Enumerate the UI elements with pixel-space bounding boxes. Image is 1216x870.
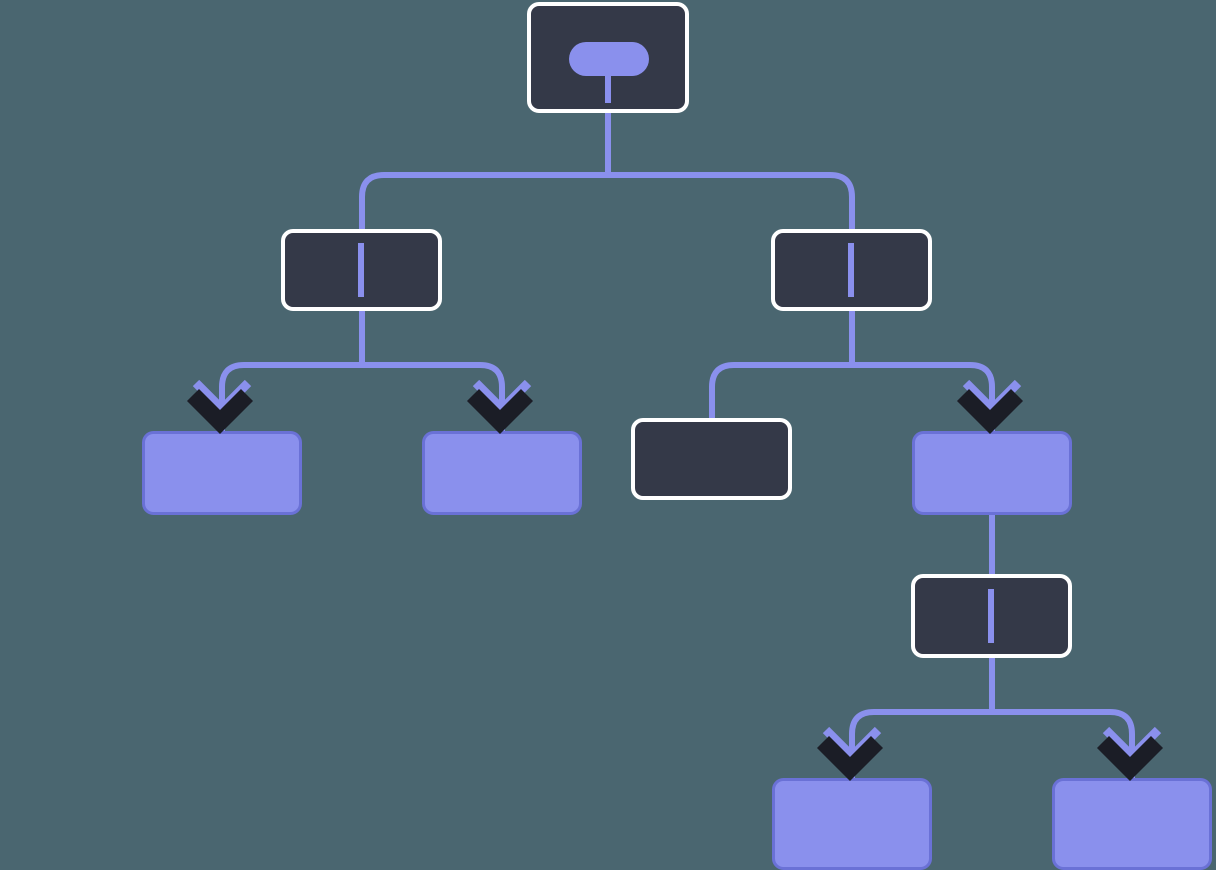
arrowhead-chevron — [1096, 735, 1164, 782]
connector-e1 — [608, 172, 855, 229]
node-badge-bar — [988, 589, 994, 643]
arrowhead-chevron — [466, 388, 534, 435]
arrowhead-chevron — [186, 388, 254, 435]
node-n4[interactable] — [422, 431, 582, 515]
node-n5[interactable] — [631, 418, 792, 500]
edges-layer — [219, 113, 1135, 778]
node-box-filled[interactable] — [772, 778, 932, 870]
arrowhead-e5 — [956, 379, 1024, 435]
connector-e7 — [849, 658, 995, 778]
connector-e4 — [709, 311, 855, 418]
nodes-layer — [142, 2, 1212, 870]
node-badge-stem — [605, 74, 611, 103]
connector-e3 — [362, 362, 505, 431]
arrowhead-e7 — [816, 726, 884, 782]
node-box-filled[interactable] — [1052, 778, 1212, 870]
node-n3[interactable] — [142, 431, 302, 515]
connector-e0 — [359, 113, 611, 229]
node-n9[interactable] — [1052, 778, 1212, 870]
arrowhead-chevron — [816, 735, 884, 782]
node-badge-pill — [569, 42, 649, 76]
arrowhead-chevron — [956, 388, 1024, 435]
node-badge-bar — [358, 243, 364, 297]
arrowhead-e8 — [1096, 726, 1164, 782]
arrowheads-layer — [186, 379, 1164, 782]
arrowhead-e2 — [186, 379, 254, 435]
node-box-filled[interactable] — [912, 431, 1072, 515]
node-badge-bar — [848, 243, 854, 297]
arrowhead-e3 — [466, 379, 534, 435]
node-box-filled[interactable] — [142, 431, 302, 515]
node-n8[interactable] — [772, 778, 932, 870]
connector-e5 — [852, 362, 995, 431]
node-box-dark[interactable] — [631, 418, 792, 500]
node-box-filled[interactable] — [422, 431, 582, 515]
node-n6[interactable] — [912, 431, 1072, 515]
node-overlay-layer — [358, 42, 994, 643]
connector-e2 — [219, 311, 365, 431]
connector-e8 — [992, 709, 1135, 778]
